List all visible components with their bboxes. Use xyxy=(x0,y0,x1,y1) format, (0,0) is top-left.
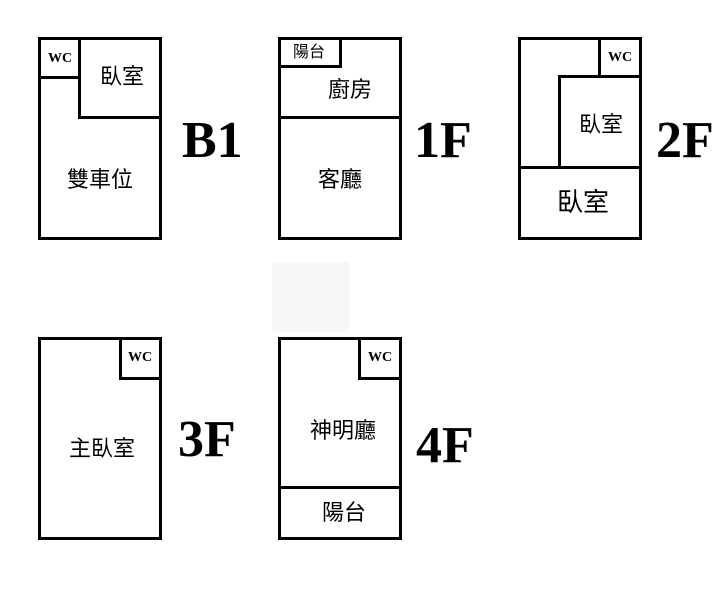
f4-wc-wall-left xyxy=(358,337,361,380)
f4-floor-label: 4F xyxy=(416,417,474,474)
f1-living-label: 客廳 xyxy=(317,168,363,193)
b1-wc-label: WC xyxy=(47,51,73,66)
f3-outline xyxy=(38,337,162,540)
b1-bedroom-label: 臥室 xyxy=(99,65,145,90)
f3-wc-wall-bottom xyxy=(119,377,162,380)
f3-wc-wall-left xyxy=(119,337,122,380)
f4-balcony-wall-top xyxy=(278,486,402,489)
f2-bedroom-upper-label: 臥室 xyxy=(578,113,624,138)
f2-floor-label: 2F xyxy=(656,112,714,169)
f1-kitchen-label: 廚房 xyxy=(327,78,373,103)
watermark xyxy=(272,262,350,332)
f3-master-bedroom-label: 主臥室 xyxy=(68,437,136,462)
f4-wc-wall-bottom xyxy=(358,377,402,380)
f1-balcony-label: 陽台 xyxy=(292,42,326,61)
f1-kitchen-wall-bottom xyxy=(278,116,402,119)
f2-wc-wall-bottom xyxy=(558,75,642,78)
f1-balcony-wall-right xyxy=(339,37,342,68)
f2-bedroom-lower-label: 臥室 xyxy=(556,188,610,218)
f4-shrine-hall-label: 神明廳 xyxy=(309,419,377,444)
f1-floor-label: 1F xyxy=(414,112,472,169)
f4-balcony-label: 陽台 xyxy=(321,501,367,526)
f2-bedroom-upper-wall-left xyxy=(558,75,561,169)
f3-wc-label: WC xyxy=(127,350,153,365)
b1-garage-label: 雙車位 xyxy=(66,168,134,193)
b1-floor-label: B1 xyxy=(182,112,243,169)
f2-wc-wall-left xyxy=(598,37,601,78)
f2-wc-label: WC xyxy=(607,50,633,65)
b1-wc-wall-bottom xyxy=(38,76,81,79)
f4-wc-label: WC xyxy=(367,350,393,365)
f4-outline xyxy=(278,337,402,540)
f1-balcony-wall-bottom xyxy=(278,65,342,68)
b1-bedroom-wall-bottom xyxy=(78,116,162,119)
b1-outline xyxy=(38,37,162,240)
f2-bedroom-lower-wall-top xyxy=(518,166,642,169)
f3-floor-label: 3F xyxy=(178,411,236,468)
f2-outline xyxy=(518,37,642,240)
